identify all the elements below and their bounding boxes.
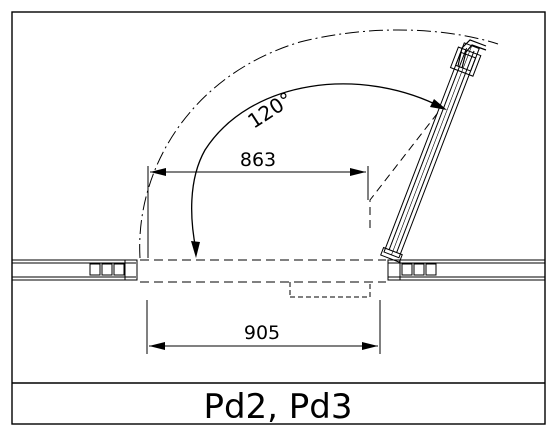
right-wall (387, 259, 545, 281)
outer-dimension-label: 905 (244, 322, 280, 344)
outer-dimension-arrow-right (362, 342, 378, 350)
caption-label: Pd2, Pd3 (203, 387, 352, 427)
inner-dimension-arrow-right (350, 168, 366, 176)
angle-arrowhead-end (191, 241, 200, 258)
angle-label: 120° (243, 87, 296, 133)
inner-dimension-line (147, 166, 369, 258)
open-door-leaf (369, 39, 487, 263)
inner-dimension-arrow-left (150, 168, 166, 176)
angle-arrow-arc (191, 83, 444, 251)
door-swing-arc (139, 29, 499, 259)
threshold-plate (289, 282, 371, 298)
closed-door-outline (140, 259, 386, 283)
drawing-frame (11, 11, 546, 425)
outer-dimension-arrow-left (149, 342, 165, 350)
angle-arrowhead-start (430, 99, 447, 110)
inner-dimension-label: 863 (240, 149, 276, 171)
outer-dimension-line (146, 300, 381, 354)
left-wall (12, 259, 138, 281)
